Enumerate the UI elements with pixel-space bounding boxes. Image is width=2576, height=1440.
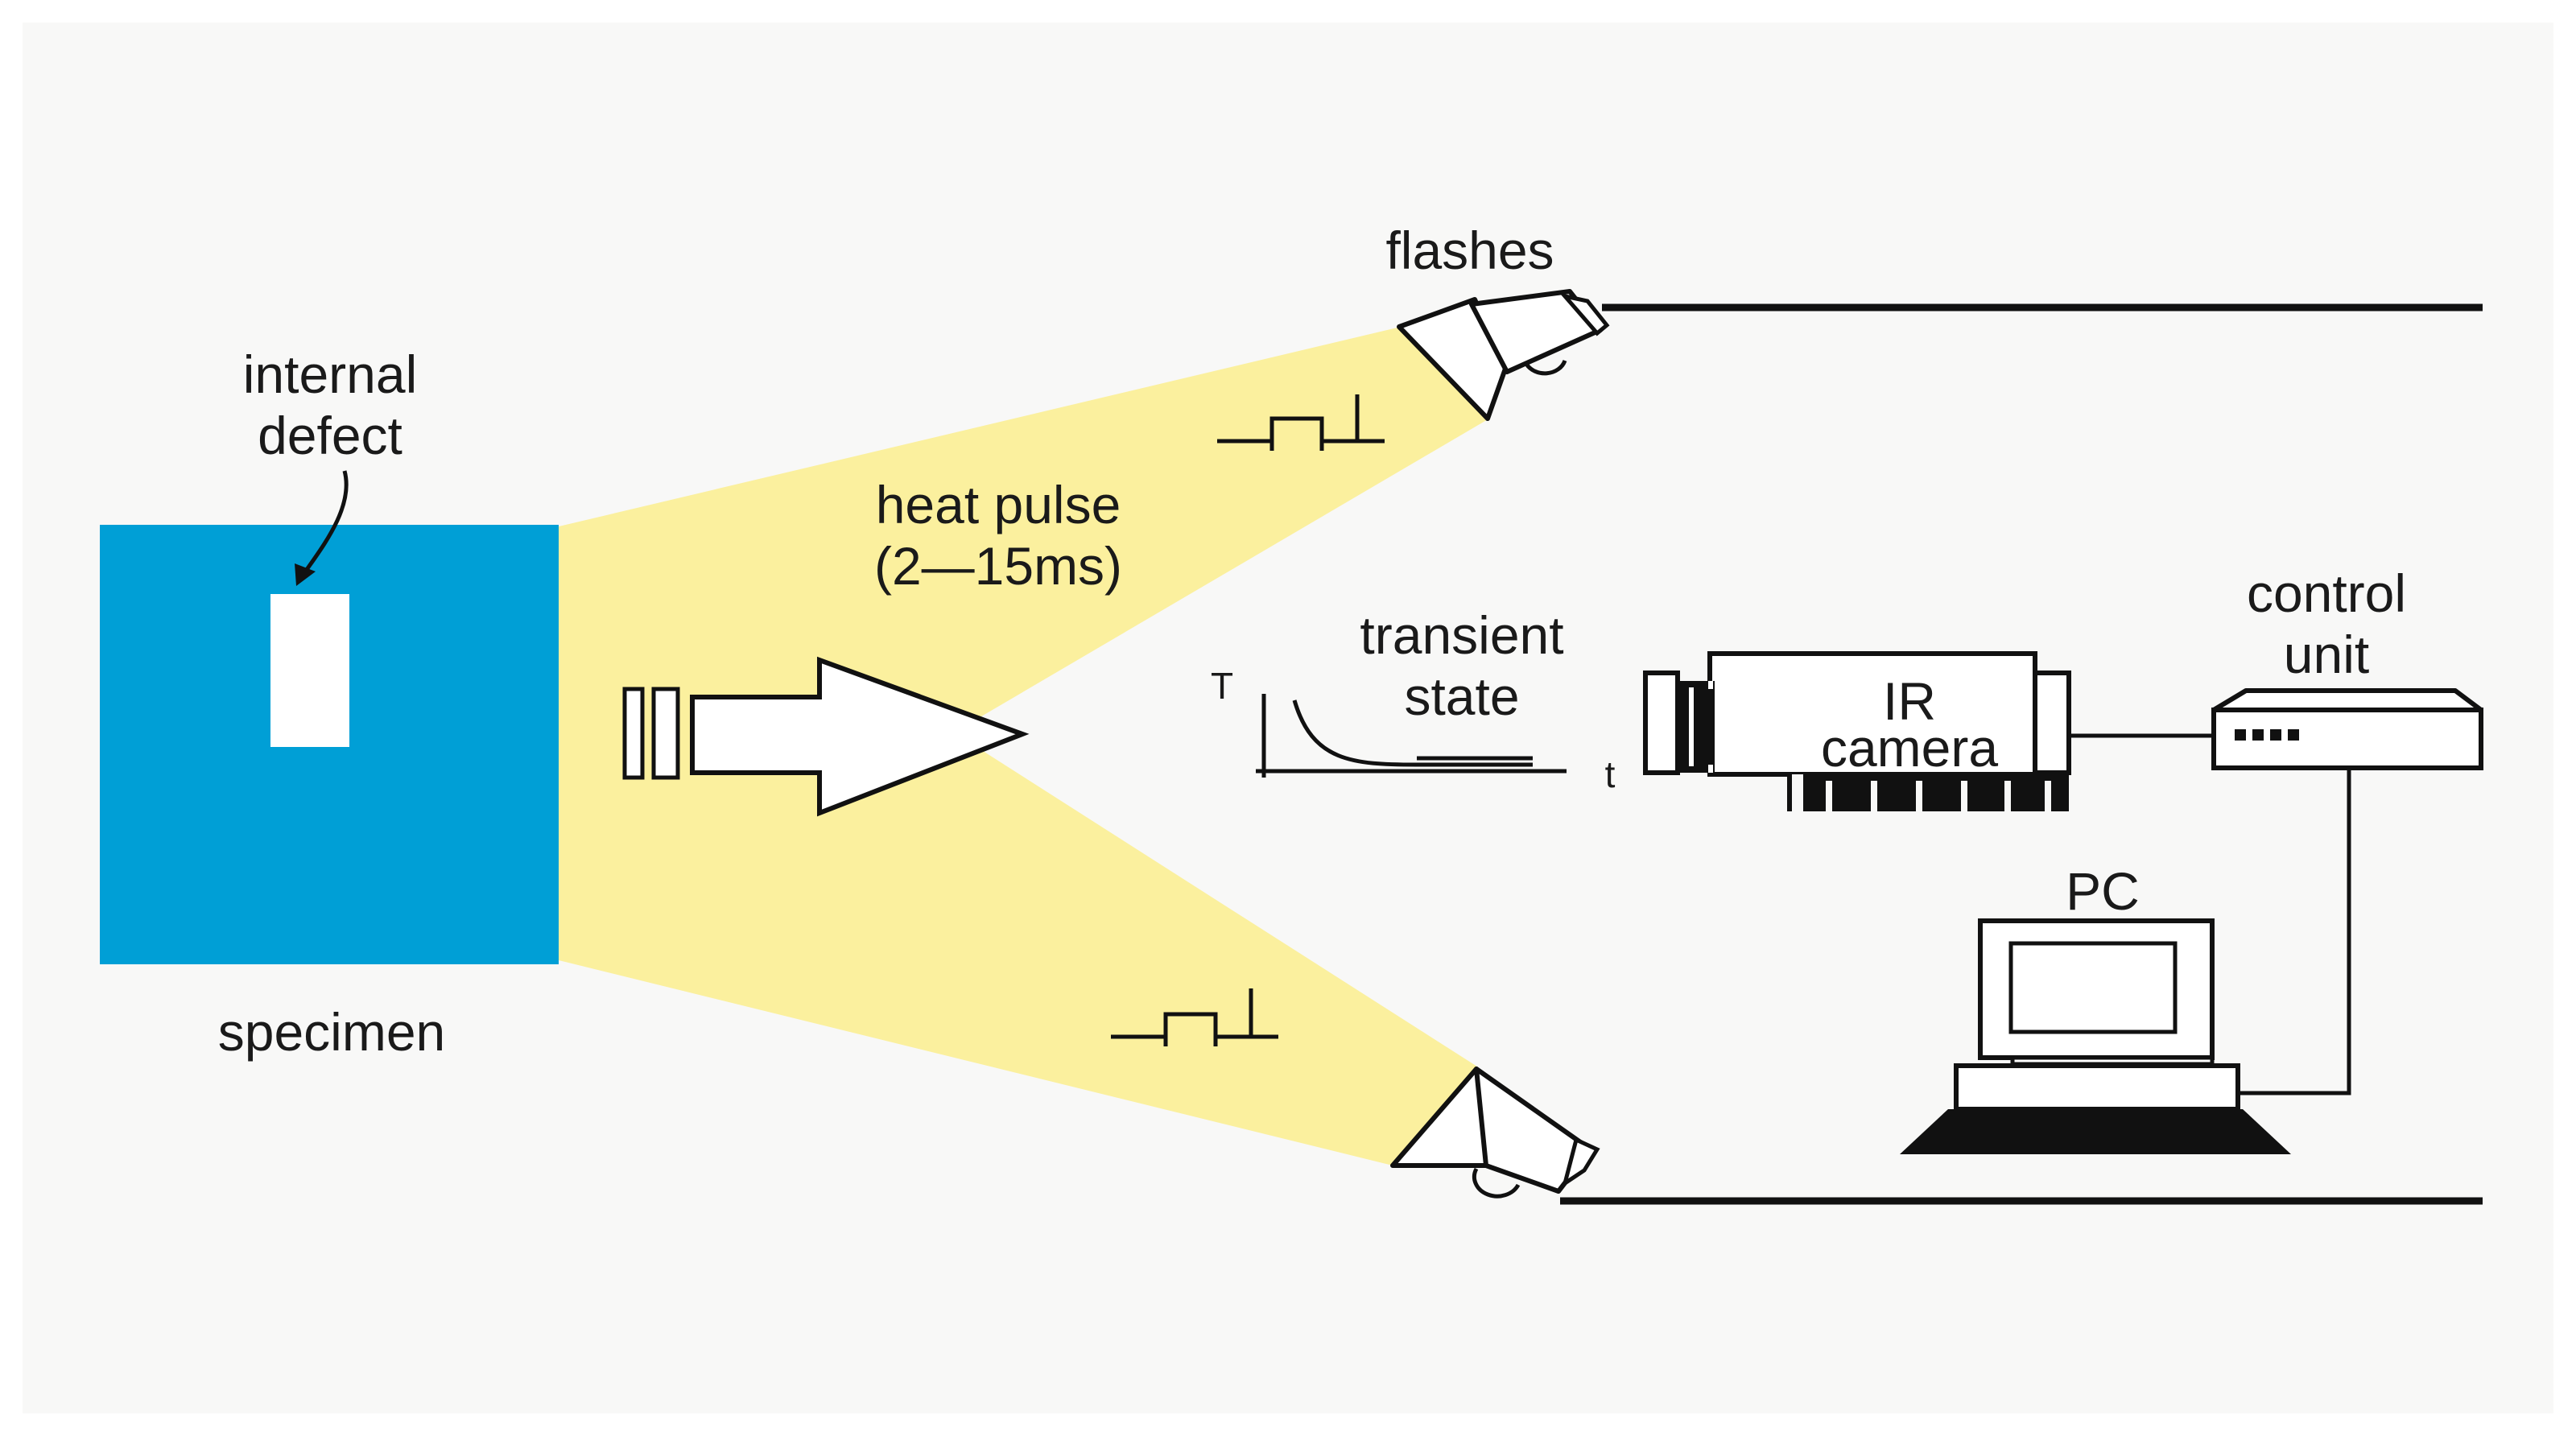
- control-unit-box-icon: [2211, 688, 2483, 770]
- ir-camera-label-line1: IR: [1883, 671, 1936, 731]
- heat-arrow-icon: [622, 656, 1030, 817]
- control-unit-label-line2: unit: [2284, 625, 2369, 684]
- upper-square-pulse-icon: [1217, 394, 1385, 451]
- transient-state-label-line2: state: [1404, 666, 1519, 726]
- ir-camera-label-line2: camera: [1821, 718, 1998, 778]
- defect-pointer-arrow: [302, 470, 349, 575]
- defect-pointer-arrowhead-icon: [295, 563, 316, 586]
- internal-defect-label-line1: internal: [243, 345, 417, 404]
- pc-label: PC: [2066, 861, 2140, 921]
- lower-light-beam: [555, 724, 1477, 1166]
- heat-pulse-label-line2: (2—15ms): [874, 536, 1122, 596]
- graph-x-axis-label: t: [1605, 753, 1616, 795]
- internal-defect-label-line2: defect: [258, 406, 402, 465]
- heat-pulse-label-line1: heat pulse: [876, 475, 1121, 534]
- infrared-camera-icon: [1643, 651, 2071, 811]
- specimen-label: specimen: [218, 1002, 445, 1062]
- control-pc-wire: [2238, 768, 2351, 1095]
- temperature-decay-graph-icon: [1256, 694, 1567, 778]
- control-unit-label-line1: control: [2247, 563, 2406, 623]
- lower-square-pulse-icon: [1111, 988, 1278, 1046]
- internal-defect: [270, 594, 349, 747]
- desktop-computer-icon: [1900, 918, 2291, 1154]
- lower-flash-lamp-icon: [1390, 1067, 1600, 1199]
- graph-y-axis-label: T: [1211, 665, 1233, 707]
- upper-flash-lamp-icon: [1397, 289, 1610, 421]
- flashes-label: flashes: [1385, 221, 1554, 280]
- transient-state-label-line1: transient: [1360, 605, 1563, 665]
